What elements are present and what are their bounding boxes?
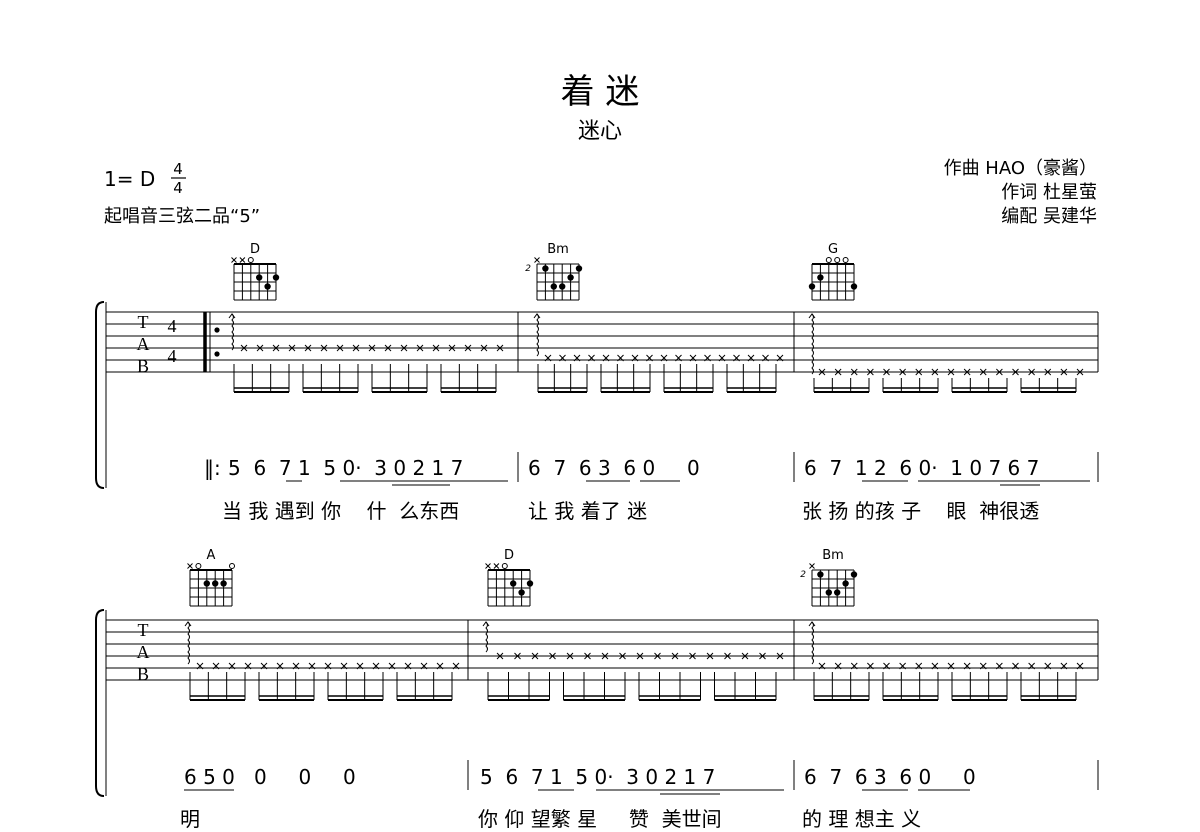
notation-measure: 5 6 7 1 5 0· 3 0 2 1 7 bbox=[228, 456, 463, 480]
tab-label-t: T bbox=[138, 312, 149, 332]
credit-arranger: 编配 吴建华 bbox=[1001, 206, 1097, 227]
finger-dot bbox=[212, 580, 219, 587]
notation-measure: 6 7 6 3 6 0 0 bbox=[804, 765, 976, 789]
lyric-line: 让 我 着了 迷 bbox=[528, 499, 647, 523]
notation-measure: 5 6 7 1 5 0· 3 0 2 1 7 bbox=[480, 765, 715, 789]
tab-label-b: B bbox=[137, 356, 149, 376]
time-signature-top: 4 bbox=[173, 160, 183, 178]
time-signature-bottom: 4 bbox=[173, 179, 183, 197]
finger-dot bbox=[518, 589, 525, 596]
tab-staff-2 bbox=[106, 619, 1098, 681]
lyric-line: 张 扬 的孩 子 眼 神很透 bbox=[802, 499, 1039, 523]
open-string-mark bbox=[825, 257, 832, 263]
strum-patterns bbox=[184, 313, 1084, 701]
lyric-line: 你 仰 望繁 星 赞 美世间 bbox=[478, 807, 722, 831]
finger-dot bbox=[559, 283, 566, 290]
open-string-mark bbox=[247, 257, 254, 263]
tab-label-a: A bbox=[137, 334, 150, 354]
system-brace-2 bbox=[95, 609, 105, 797]
finger-dot bbox=[542, 265, 549, 272]
song-artist: 迷心 bbox=[578, 119, 622, 144]
arpeggio-mark bbox=[811, 313, 814, 375]
finger-dot bbox=[808, 283, 816, 290]
open-string-mark bbox=[195, 563, 202, 569]
chord-diagram-g: G bbox=[808, 242, 858, 301]
arpeggio-mark bbox=[187, 621, 190, 665]
song-title: 着 迷 bbox=[561, 72, 640, 112]
repeat-sign: ‖: bbox=[204, 456, 221, 480]
lyric-line: 的 理 想主 义 bbox=[802, 807, 921, 831]
credit-composer: 作曲 HAO（豪酱） bbox=[944, 158, 1097, 179]
chord-diagrams: D Bm 2 G A D Bm 2 bbox=[187, 242, 858, 607]
chord-name: D bbox=[504, 548, 514, 563]
repeat-dot bbox=[214, 327, 220, 333]
tab-label-t: T bbox=[138, 620, 149, 640]
chord-fret-label: 2 bbox=[525, 264, 531, 274]
chord-diagram-d: D bbox=[485, 548, 534, 607]
finger-dot bbox=[842, 580, 849, 587]
finger-dot bbox=[850, 283, 858, 290]
lyric-line: 当 我 遇到 你 什 么东西 bbox=[222, 499, 459, 523]
finger-dot bbox=[825, 589, 832, 596]
finger-dot bbox=[817, 274, 824, 281]
finger-dot bbox=[526, 580, 534, 587]
chord-diagram-d: D bbox=[231, 242, 280, 301]
tab-label-b: B bbox=[137, 664, 149, 684]
notation-underlines bbox=[184, 480, 1090, 795]
open-string-mark bbox=[229, 563, 235, 569]
open-string-mark bbox=[842, 257, 849, 263]
chord-diagram-a: A bbox=[187, 548, 235, 607]
finger-dot bbox=[817, 571, 824, 578]
chord-name: G bbox=[828, 242, 838, 257]
finger-dot bbox=[256, 274, 263, 281]
finger-dot bbox=[510, 580, 517, 587]
finger-dot bbox=[203, 580, 210, 587]
arpeggio-mark bbox=[811, 621, 814, 665]
chord-diagram-bm: Bm 2 bbox=[800, 548, 858, 607]
notation-measure: 6 7 1 2 6 0· 1 0 7 6 7 bbox=[804, 456, 1039, 480]
key-signature: 1= D bbox=[104, 167, 155, 191]
chord-name: A bbox=[207, 548, 216, 563]
finger-dot bbox=[834, 589, 841, 596]
chord-name: D bbox=[250, 242, 260, 257]
credit-lyricist: 作词 杜星萤 bbox=[1001, 182, 1097, 203]
chord-fret-label: 2 bbox=[800, 570, 806, 580]
finger-dot bbox=[850, 571, 858, 578]
open-string-mark bbox=[501, 563, 508, 569]
tab-staff-1 bbox=[106, 311, 1098, 373]
finger-dot bbox=[220, 580, 227, 587]
arpeggio-mark bbox=[485, 621, 488, 653]
tab-label-a: A bbox=[137, 642, 150, 662]
repeat-dot bbox=[214, 351, 220, 357]
arpeggio-mark bbox=[536, 313, 539, 357]
arpeggio-mark bbox=[231, 313, 234, 351]
start-note: 起唱音三弦二品“5” bbox=[104, 206, 260, 227]
chord-name: Bm bbox=[547, 242, 569, 257]
finger-dot bbox=[272, 274, 280, 281]
tab-time-bottom: 4 bbox=[168, 346, 177, 366]
system-brace-1 bbox=[95, 301, 105, 489]
chord-name: Bm bbox=[822, 548, 844, 563]
finger-dot bbox=[567, 274, 574, 281]
finger-dot bbox=[575, 265, 583, 272]
finger-dot bbox=[550, 283, 557, 290]
tab-time-top: 4 bbox=[168, 316, 177, 336]
chord-diagram-bm: Bm 2 bbox=[525, 242, 583, 301]
open-string-mark bbox=[834, 257, 841, 263]
notation-measure: 6 7 6 3 6 0 0 bbox=[528, 456, 700, 480]
finger-dot bbox=[264, 283, 271, 290]
notation-measure: 6 5 0 0 0 0 bbox=[184, 765, 356, 789]
lyric-line: 明 bbox=[180, 807, 200, 831]
